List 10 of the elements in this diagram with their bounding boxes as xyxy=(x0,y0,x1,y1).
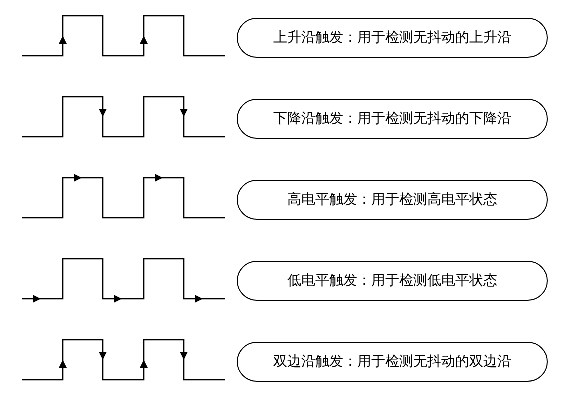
trigger-pill xyxy=(237,99,548,139)
trigger-description: 双边沿触发：用于检测无抖动的双边沿 xyxy=(274,352,512,372)
trigger-pill xyxy=(237,261,548,301)
trigger-pill xyxy=(237,18,548,58)
trigger-description: 下降沿触发：用于检测无抖动的下降沿 xyxy=(274,110,512,128)
trigger-pill xyxy=(237,342,548,382)
trigger-description: 低电平触发：用于检测低电平状态 xyxy=(288,272,498,290)
trigger-pill xyxy=(237,180,548,220)
trigger-description: 上升沿触发：用于检测无抖动的上升沿 xyxy=(274,28,512,48)
trigger-description: 高电平触发：用于检测高电平状态 xyxy=(288,190,498,210)
